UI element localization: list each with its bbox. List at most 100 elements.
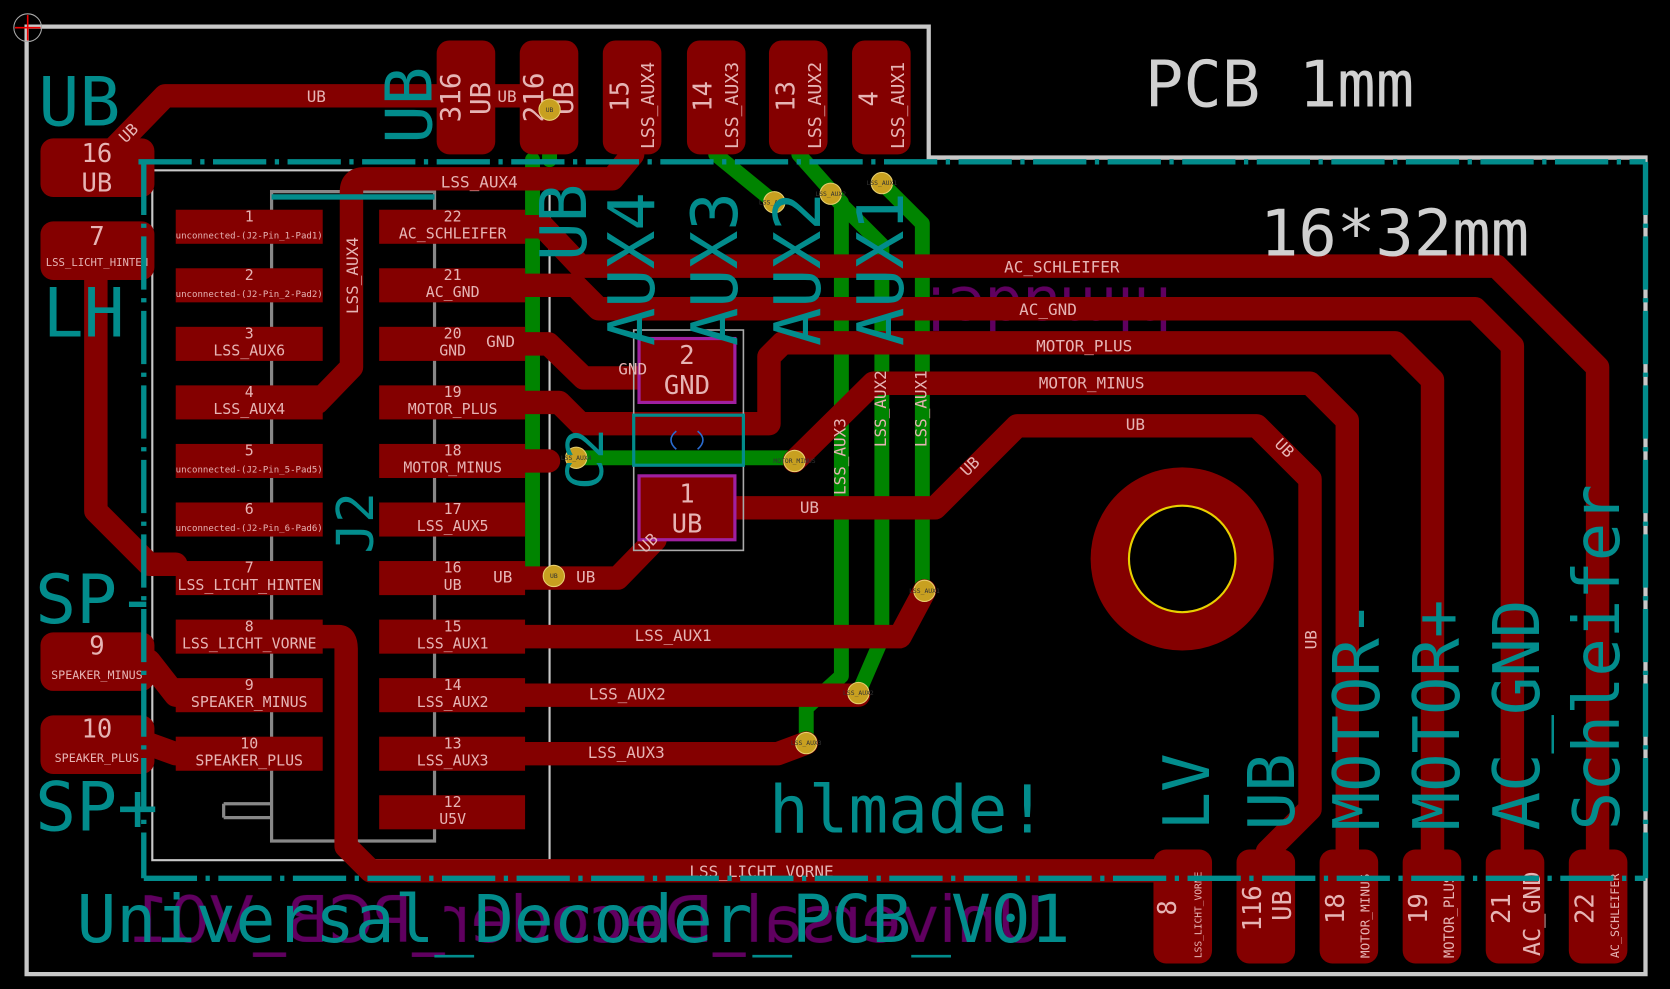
trace-motor-minus: [513, 371, 1360, 864]
silk-aux3: AUX3: [679, 192, 753, 346]
pad-19[interactable]: 19 MOTOR_PLUS: [1402, 849, 1462, 964]
pad-net: LSS_LICHT_VORNE: [182, 634, 317, 652]
pad-15[interactable]: 15 LSS_AUX4: [602, 40, 662, 155]
pad-net: unconnected-(J2-Pin_6-Pad6): [176, 524, 323, 534]
c2-pad-1[interactable]: 1 UB: [637, 474, 737, 542]
pad-8[interactable]: 8 LSS_LICHT_VORNE: [1153, 849, 1213, 964]
pad-net: LSS_AUX4: [638, 62, 659, 149]
pad-116[interactable]: 116 UB: [1236, 849, 1298, 964]
pad-net: unconnected-(J2-Pin_2-Pad2): [176, 290, 323, 300]
via[interactable]: LSS_AUX2: [815, 182, 846, 205]
via-net: LSS_AUX4: [561, 454, 592, 462]
pad-number: 13: [444, 734, 462, 752]
pad-number: 8: [245, 617, 254, 635]
via[interactable]: LSS_AUX3: [791, 731, 822, 755]
via[interactable]: LSS_AUX4: [561, 446, 592, 469]
pad-number: 8: [1153, 900, 1183, 915]
via[interactable]: LSS_AUX2: [843, 681, 874, 705]
pad-316[interactable]: 316 UB: [434, 40, 497, 155]
via[interactable]: MOTOR_MINUS: [773, 449, 816, 473]
pad-net: UB: [1268, 890, 1298, 921]
pad-number: 10: [240, 734, 258, 752]
back-silk-title: Universal_Decoder_PCB_V01: [129, 884, 1044, 958]
pad-number: 19: [444, 383, 462, 401]
pad-number: 21: [1487, 893, 1517, 924]
trace-lss-licht-vorne: [310, 624, 1194, 883]
pad-14[interactable]: 14 LSS_AUX3: [686, 40, 746, 155]
trace-label: AC_SCHLEIFER: [1004, 258, 1120, 277]
pad-7[interactable]: 7 LSS_LICHT_HINTEN: [40, 221, 155, 280]
pad-4[interactable]: 4 LSS_AUX1: [852, 40, 911, 155]
pad-net: SPEAKER_PLUS: [55, 751, 140, 765]
board-title: Universal_Decoder_PCB_V01: [77, 881, 1071, 958]
via[interactable]: LSS_AUX3: [759, 191, 790, 214]
silk-motor-minus: MOTOR-: [1321, 600, 1395, 831]
silk-j2: J2: [327, 492, 386, 554]
pad-net: unconnected-(J2-Pin_5-Pad5): [176, 466, 323, 476]
silk-schleifer: Schleifer: [1561, 484, 1635, 830]
pad-18[interactable]: 18 MOTOR_MINUS: [1319, 849, 1379, 964]
pad-net: LSS_AUX3: [417, 751, 489, 769]
pad-net: MOTOR_PLUS: [1442, 875, 1458, 958]
pad-13[interactable]: 13 LSS_AUX2: [768, 40, 828, 155]
via-net: LSS_AUX3: [759, 198, 790, 206]
trace-label: AC_GND: [1019, 300, 1077, 319]
c2-pad-2[interactable]: 2 GND: [637, 336, 737, 405]
via[interactable]: LSS_AUX1: [866, 171, 897, 195]
pad-net: LSS_AUX5: [417, 517, 489, 535]
via[interactable]: LSS_AUX1: [909, 579, 940, 603]
via[interactable]: UB: [542, 564, 566, 588]
via[interactable]: UB: [538, 98, 561, 121]
trace-label: LSS_AUX4: [441, 172, 518, 191]
pad-number: 14: [688, 81, 718, 112]
via-net: UB: [546, 106, 554, 114]
pad-22[interactable]: 22 AC_SCHLEIFER: [1568, 849, 1628, 964]
pad-net: LSS_LICHT_HINTEN: [177, 576, 320, 594]
pad-number: 17: [444, 500, 462, 518]
top-pads: 316 UB 216 UB 15 LSS_AUX4 14 LSS_AUX3 13…: [434, 40, 911, 155]
trace-label: UB: [493, 567, 512, 586]
j2-pad-5[interactable]: 5 unconnected-(J2-Pin_5-Pad5): [176, 442, 323, 478]
pad-net: UB: [672, 509, 703, 539]
trace-lss-aux3: [513, 731, 818, 766]
pad-number: 9: [89, 632, 104, 662]
pad-21[interactable]: 21 AC_GND: [1485, 849, 1546, 964]
pad-16[interactable]: 16 UB: [40, 138, 155, 199]
pad-net: UB: [444, 576, 462, 594]
trace-label: LSS_AUX3: [831, 418, 850, 495]
pad-net: U5V: [439, 810, 466, 828]
pad-number: 4: [855, 91, 885, 106]
pad-216[interactable]: 216 UB: [517, 40, 580, 155]
trace-gnd: [513, 332, 651, 390]
pad-9[interactable]: 9 SPEAKER_MINUS: [40, 632, 155, 691]
pad-number: 5: [245, 442, 254, 460]
pad-net: LSS_LICHT_VORNE: [1193, 871, 1204, 958]
silk-hlmade: hlmade!: [769, 772, 1047, 849]
pad-net: LSS_AUX6: [213, 342, 285, 360]
pad-10[interactable]: 10 SPEAKER_PLUS: [40, 715, 155, 774]
via-net: LSS_AUX1: [909, 587, 940, 595]
pad-number: 15: [605, 81, 635, 112]
